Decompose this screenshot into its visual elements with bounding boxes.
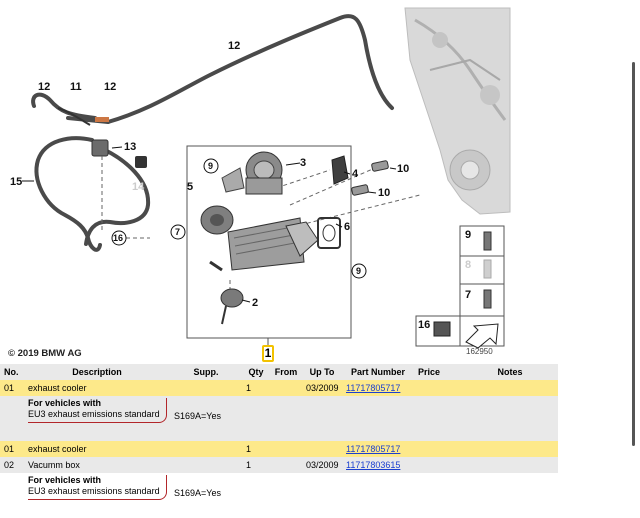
col-header-from: From — [270, 364, 302, 380]
cell-price — [414, 380, 462, 396]
part-number-link[interactable]: 11717805717 — [346, 383, 401, 393]
cell-part-number: 11717805717 — [342, 441, 414, 457]
cell-notes — [462, 441, 558, 457]
parts-diagram: 12 12 11 12 13 14 15 5 3 4 10 10 6 2 9 8… — [10, 7, 511, 349]
cell-supp — [170, 441, 242, 457]
cell-up-to: 03/2009 — [302, 457, 342, 473]
label-12-left: 12 — [38, 81, 50, 93]
vacuum-hoses — [31, 14, 394, 252]
pressure-converter — [91, 139, 147, 168]
cell-no: 01 — [0, 441, 24, 457]
label-16-circle: 16 — [113, 233, 123, 243]
table-row[interactable]: 01 exhaust cooler 1 11717805717 — [0, 441, 558, 457]
label-2: 2 — [252, 297, 258, 309]
label-9-panel: 9 — [465, 229, 471, 241]
condition-box: For vehicles with EU3 exhaust emissions … — [28, 475, 167, 500]
cell-price — [414, 441, 462, 457]
label-15: 15 — [10, 176, 22, 188]
cell-supp — [170, 457, 242, 473]
label-11: 11 — [70, 81, 82, 93]
cell-part-number: 11717805717 — [342, 380, 414, 396]
label-9-circle-a: 9 — [208, 161, 213, 171]
cell-up-to — [302, 441, 342, 457]
vacuum-box — [220, 288, 244, 325]
cell-qty: 1 — [242, 380, 270, 396]
label-13: 13 — [124, 141, 136, 153]
col-header-up-to: Up To — [302, 364, 342, 380]
cell-from — [270, 441, 302, 457]
cell-notes — [462, 457, 558, 473]
callout-1-highlight[interactable]: 1 — [262, 345, 274, 362]
cell-no: 02 — [0, 457, 24, 473]
table-header-row: No. Description Supp. Qty From Up To Par… — [0, 364, 558, 380]
col-header-price: Price — [414, 364, 462, 380]
label-8-panel: 8 — [465, 259, 471, 271]
copyright-notice: © 2019 BMW AG — [8, 348, 82, 359]
condition-text: EU3 exhaust emissions standard — [28, 409, 160, 419]
cell-supp: S169A=Yes — [170, 396, 242, 441]
table-row[interactable]: 01 exhaust cooler 1 03/2009 11717805717 — [0, 380, 558, 396]
col-header-no: No. — [0, 364, 24, 380]
engine-block — [404, 7, 511, 215]
condition-heading: For vehicles with — [28, 398, 102, 408]
cell-no: 01 — [0, 380, 24, 396]
figure-number: 162950 — [466, 347, 493, 356]
label-12-top: 12 — [228, 40, 240, 52]
cell-condition: For vehicles with EU3 exhaust emissions … — [24, 396, 170, 441]
table-row[interactable]: 02 Vacumm box 1 03/2009 11717803615 — [0, 457, 558, 473]
label-10-b: 10 — [378, 187, 390, 199]
label-5: 5 — [187, 181, 193, 193]
assembly-frame — [186, 145, 352, 339]
cell-from — [270, 457, 302, 473]
cell-qty: 1 — [242, 457, 270, 473]
label-12-right: 12 — [104, 81, 116, 93]
cell-no — [0, 396, 24, 441]
col-header-qty: Qty — [242, 364, 270, 380]
cell-description: exhaust cooler — [24, 380, 170, 396]
col-header-supp: Supp. — [170, 364, 242, 380]
exhaust-cooler — [200, 205, 319, 272]
gasket — [317, 217, 341, 249]
part-number-link[interactable]: 11717805717 — [346, 444, 401, 454]
cell-qty: 1 — [242, 441, 270, 457]
label-16-panel: 16 — [418, 319, 430, 331]
condition-box: For vehicles with EU3 exhaust emissions … — [28, 398, 167, 423]
egr-valve — [221, 151, 283, 195]
label-6: 6 — [344, 221, 350, 233]
fastener-panel — [415, 225, 505, 349]
vertical-scrollbar[interactable] — [632, 62, 635, 446]
cell-notes — [462, 380, 558, 396]
label-14: 14 — [132, 181, 145, 193]
cell-description: Vacumm box — [24, 457, 170, 473]
label-7-circle: 7 — [175, 227, 180, 237]
parts-table: No. Description Supp. Qty From Up To Par… — [0, 364, 558, 518]
label-10-a: 10 — [397, 163, 409, 175]
col-header-part-number: Part Number — [342, 364, 414, 380]
col-header-description: Description — [24, 364, 170, 380]
cell-from — [270, 380, 302, 396]
condition-text: EU3 exhaust emissions standard — [28, 486, 160, 496]
cell-description: exhaust cooler — [24, 441, 170, 457]
label-7-panel: 7 — [465, 289, 471, 301]
col-header-notes: Notes — [462, 364, 558, 380]
label-4: 4 — [352, 168, 359, 180]
label-9-circle-b: 9 — [356, 266, 361, 276]
part-number-link[interactable]: 11717803615 — [346, 460, 401, 470]
label-3: 3 — [300, 157, 306, 169]
cell-part-number: 11717803615 — [342, 457, 414, 473]
cell-price — [414, 457, 462, 473]
cell-up-to: 03/2009 — [302, 380, 342, 396]
condition-row: For vehicles with EU3 exhaust emissions … — [0, 396, 558, 441]
condition-heading: For vehicles with — [28, 475, 102, 485]
cell-supp — [170, 380, 242, 396]
